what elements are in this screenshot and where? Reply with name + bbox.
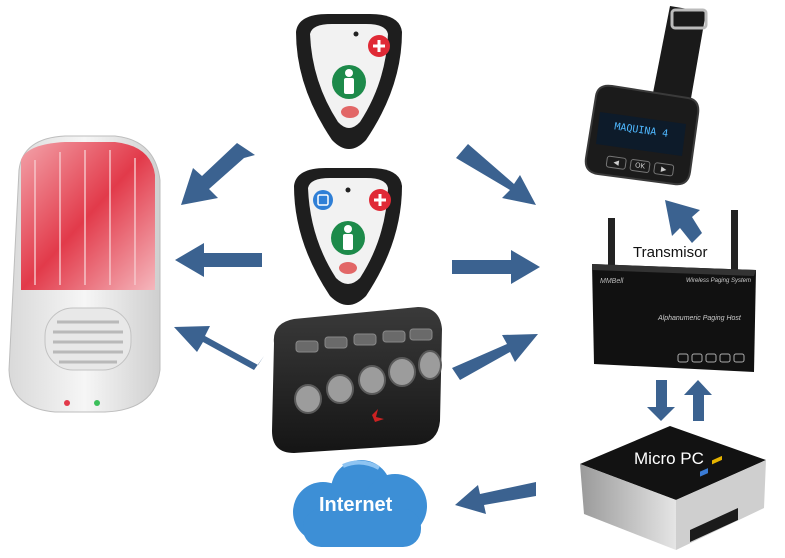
- call-button-triple: [286, 166, 410, 310]
- transmitter-label: Transmisor: [631, 244, 710, 261]
- arrow-bottom-to-host: [452, 334, 538, 380]
- arrow-top-to-host: [456, 144, 536, 205]
- arrow-mid-to-siren: [175, 243, 262, 277]
- keypad-transmitter: [268, 303, 446, 453]
- arrow-pc-to-internet: [455, 482, 536, 514]
- host-brand-logo: MMBell: [600, 278, 624, 285]
- arrow-host-to-watch: [665, 200, 702, 243]
- host-title: Wireless Paging System: [686, 278, 751, 284]
- arrow-mid-to-host: [452, 250, 540, 284]
- watch-left-button[interactable]: ◀: [605, 155, 627, 170]
- watch-ok-button[interactable]: OK: [629, 158, 651, 174]
- arrow-pc-to-host: [684, 380, 712, 421]
- watch-right-button[interactable]: ▶: [653, 162, 675, 177]
- pager-watch: MAQUINA 4 ◀ OK ▶: [578, 4, 728, 204]
- internet-cloud: Internet: [283, 454, 438, 554]
- host-subtitle: Alphanumeric Paging Host: [658, 315, 741, 322]
- paging-host: MMBell Wireless Paging System Alphanumer…: [586, 206, 771, 378]
- call-button-single: [288, 12, 410, 154]
- siren-device: [5, 130, 165, 415]
- arrow-top-to-siren: [181, 143, 255, 205]
- micro-pc-label: Micro PC: [634, 449, 704, 468]
- arrow-host-to-pc: [647, 380, 675, 421]
- arrow-bottom-to-siren: [174, 326, 264, 370]
- micro-pc: [578, 422, 768, 556]
- internet-label: Internet: [319, 494, 393, 516]
